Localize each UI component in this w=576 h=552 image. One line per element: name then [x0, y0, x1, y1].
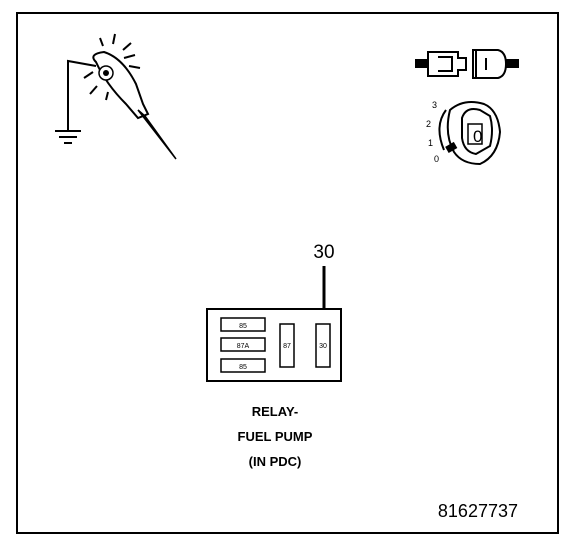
- relay-terminal-85-top-label: 85: [239, 323, 247, 330]
- relay-terminal-87a: [220, 337, 266, 352]
- ignition-position-0: 0: [434, 154, 439, 164]
- disconnected-connector-icon: [415, 49, 519, 79]
- relay-terminal-85-bottom: [220, 358, 266, 373]
- relay-terminal-87a-label: 87A: [237, 343, 250, 350]
- relay-terminal-87: [279, 323, 295, 368]
- relay-terminal-85-bottom-label: 85: [239, 364, 247, 371]
- test-light-icon: [55, 33, 177, 160]
- relay-terminal-30: [315, 323, 331, 368]
- relay-terminal-30-label: 30: [319, 343, 327, 350]
- relay-title-line-3: (IN PDC): [249, 454, 302, 469]
- relay-title-line-1: RELAY-: [252, 404, 298, 419]
- callout-terminal-label: 30: [313, 242, 334, 263]
- ignition-position-2: 2: [426, 119, 431, 129]
- relay-terminal-87-label: 87: [283, 343, 291, 350]
- test-light-probe: [137, 109, 177, 160]
- ignition-position-1: 1: [428, 138, 433, 148]
- diagram-frame: 3 2 1 0 0 30 85 87A 85 87 30 RELAY- FUEL…: [16, 12, 559, 534]
- figure-number: 81627737: [438, 501, 518, 521]
- diagram-canvas: 3 2 1 0 0 30 85 87A 85 87 30 RELAY- FUEL…: [55, 33, 519, 521]
- relay-terminal-85-top: [220, 317, 266, 332]
- test-light-ground-lead: [67, 59, 97, 131]
- ignition-position-3: 3: [432, 100, 437, 110]
- ignition-key-label: 0: [473, 127, 482, 146]
- test-light-body: [92, 50, 150, 120]
- ignition-key-icon: 3 2 1 0 0: [426, 100, 502, 166]
- relay-title-line-2: FUEL PUMP: [238, 429, 313, 444]
- test-light-glow-rays: [83, 33, 141, 101]
- relay-block: 85 87A 85 87 30: [206, 308, 342, 382]
- ground-symbol-icon: [55, 130, 81, 144]
